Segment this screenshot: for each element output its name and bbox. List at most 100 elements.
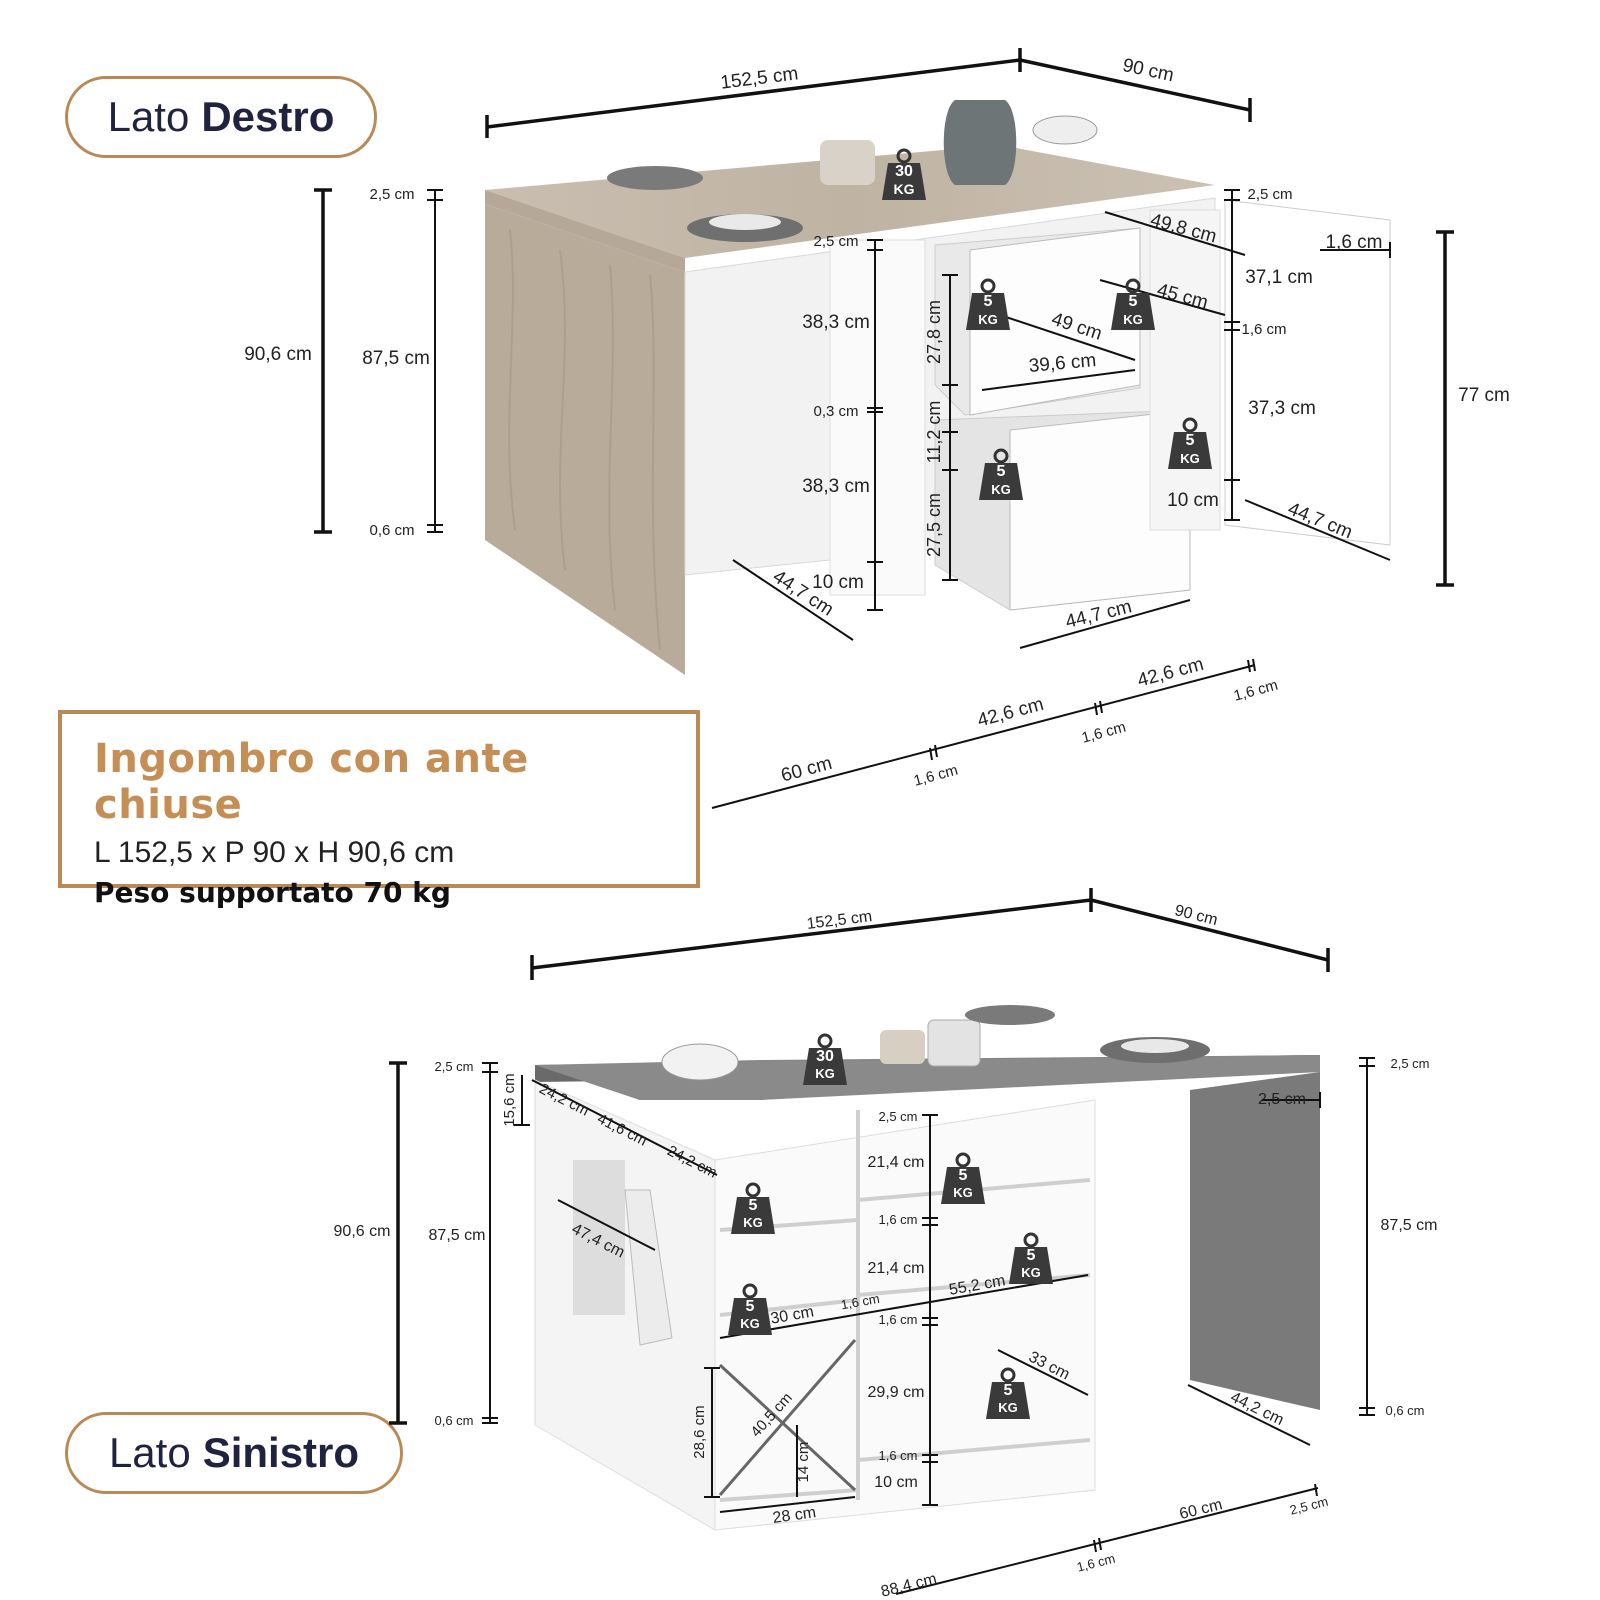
- bottom-wine-width: 28 cm: [772, 1504, 818, 1527]
- top-kettle: [943, 100, 1017, 185]
- bottom-side-slab: [1190, 1072, 1320, 1410]
- bottom-plinth: 10 cm: [874, 1474, 918, 1491]
- top-top-thickness: 2,5 cm: [369, 186, 414, 203]
- bottom-top-thickness: 2,5 cm: [434, 1059, 473, 1074]
- bottom-base: 0,6 cm: [434, 1413, 473, 1428]
- top-base: 0,6 cm: [369, 522, 414, 539]
- bottom-right-height: 87,5 cm: [1381, 1217, 1438, 1234]
- top-shelf-gap: 0,3 cm: [813, 403, 858, 420]
- top-door-shelf: 1,6 cm: [1241, 321, 1286, 338]
- svg-text:5: 5: [1129, 293, 1138, 310]
- left-side-label-bold: Sinistro: [202, 1429, 360, 1476]
- bottom-base-end: 2,5 cm: [1288, 1494, 1329, 1518]
- top-countertop: [485, 145, 1215, 258]
- bottom-right-base: 0,6 cm: [1385, 1403, 1424, 1418]
- left-side-label-prefix: Lato: [108, 1429, 191, 1476]
- svg-text:5: 5: [959, 1167, 968, 1184]
- top-sep-1: 1,6 cm: [912, 762, 960, 790]
- svg-text:KG: KG: [1123, 312, 1143, 327]
- top-load-drawer-1: 5 KG: [964, 278, 1012, 332]
- bottom-wine-height: 28,6 cm: [691, 1405, 708, 1458]
- svg-text:5: 5: [1027, 1247, 1036, 1264]
- info-weight: Peso supportato 70 kg: [94, 876, 451, 909]
- info-title: Ingombro con ante chiuse: [94, 736, 529, 828]
- top-door-top: 2,5 cm: [1247, 186, 1292, 203]
- bottom-towel: [573, 1160, 625, 1315]
- bottom-wine-rack: [718, 1339, 857, 1496]
- bottom-cell-1: 21,4 cm: [868, 1154, 925, 1171]
- top-dimension-lines: [314, 48, 1454, 587]
- top-plate-1: [607, 166, 703, 190]
- bottom-load-cell-5: 5 KG: [984, 1367, 1032, 1421]
- svg-text:5: 5: [1004, 1382, 1013, 1399]
- top-drawer-gap: 11,2 cm: [924, 401, 944, 464]
- svg-text:5: 5: [1186, 432, 1195, 449]
- bottom-jar-2: [927, 1019, 981, 1067]
- bottom-plate-1: [965, 1005, 1055, 1025]
- bottom-body-height: 87,5 cm: [429, 1227, 486, 1244]
- top-side-panel: [485, 204, 685, 675]
- bottom-shelf-2: 1,6 cm: [878, 1312, 917, 1327]
- top-sep-3: 1,6 cm: [1232, 677, 1280, 705]
- top-total-height: 90,6 cm: [244, 344, 312, 365]
- top-load-drawer-3: 5 KG: [977, 448, 1025, 502]
- svg-text:KG: KG: [894, 181, 915, 197]
- svg-text:KG: KG: [991, 482, 1011, 497]
- top-jar: [820, 140, 875, 185]
- svg-text:KG: KG: [815, 1066, 835, 1081]
- top-shelf-h1: 38,3 cm: [802, 312, 870, 333]
- svg-text:5: 5: [984, 293, 993, 310]
- top-depth: 90 cm: [1121, 55, 1176, 86]
- svg-text:KG: KG: [743, 1215, 763, 1230]
- bottom-load-cell-2: 5 KG: [939, 1152, 987, 1206]
- bottom-island-drawing: [534, 1005, 1320, 1531]
- svg-text:5: 5: [749, 1197, 758, 1214]
- top-base-426b: 42,6 cm: [1135, 654, 1206, 692]
- top-door-plinth: 10 cm: [1167, 490, 1219, 511]
- bottom-base-60: 60 cm: [1178, 1496, 1224, 1523]
- svg-text:30: 30: [816, 1048, 834, 1065]
- top-load-drawer-2: 5 KG: [1109, 278, 1157, 332]
- bottom-col-top: 2,5 cm: [878, 1109, 917, 1124]
- top-body-height: 87,5 cm: [362, 348, 430, 369]
- svg-text:KG: KG: [953, 1185, 973, 1200]
- svg-text:5: 5: [997, 463, 1006, 480]
- svg-text:5: 5: [746, 1298, 755, 1315]
- dimensions-info-box: Ingombro con ante chiuse L 152,5 x P 90 …: [58, 710, 700, 909]
- bottom-total-height: 90,6 cm: [334, 1223, 391, 1240]
- top-door-h1: 37,1 cm: [1245, 267, 1313, 288]
- top-shelf-h2: 38,3 cm: [802, 476, 870, 497]
- svg-text:KG: KG: [998, 1400, 1018, 1415]
- top-door-h2: 37,3 cm: [1248, 398, 1316, 419]
- right-side-label-prefix: Lato: [107, 93, 190, 140]
- bottom-right-top: 2,5 cm: [1390, 1056, 1429, 1071]
- top-base-60: 60 cm: [779, 753, 834, 787]
- bottom-cell-3: 29,9 cm: [868, 1384, 925, 1401]
- top-drawer-h1: 27,8 cm: [924, 300, 944, 364]
- bottom-jar-1: [880, 1030, 925, 1064]
- bottom-mid-sep: 1,6 cm: [840, 1291, 881, 1313]
- bottom-wine-low: 14 cm: [795, 1442, 812, 1483]
- bottom-load-cell-1: 5 KG: [729, 1182, 777, 1236]
- bottom-load-cell-3: 5 KG: [1007, 1232, 1055, 1286]
- bottom-shelf-3: 1,6 cm: [878, 1448, 917, 1463]
- bottom-bowl: [661, 1043, 739, 1081]
- top-plinth: 10 cm: [812, 572, 864, 593]
- bottom-shelf-1: 1,6 cm: [878, 1212, 917, 1227]
- right-side-label-bold: Destro: [201, 93, 335, 140]
- bottom-right-thick: 2,5 cm: [1258, 1091, 1306, 1108]
- top-drawer-h2: 27,5 cm: [924, 493, 944, 557]
- top-sep-2: 1,6 cm: [1080, 719, 1128, 747]
- top-door-height: 77 cm: [1458, 385, 1510, 406]
- bottom-base-sep: 1,6 cm: [1075, 1551, 1116, 1575]
- bottom-dimension-labels: 152,5 cm 90 cm 90,6 cm 87,5 cm 2,5 cm 0,…: [334, 902, 1438, 1600]
- bottom-cell-2: 21,4 cm: [868, 1260, 925, 1277]
- bottom-load-cell-4: 5 KG: [726, 1283, 774, 1337]
- svg-text:KG: KG: [978, 312, 998, 327]
- svg-text:30: 30: [895, 163, 913, 180]
- top-col-top: 2,5 cm: [813, 233, 858, 250]
- svg-text:KG: KG: [1021, 1265, 1041, 1280]
